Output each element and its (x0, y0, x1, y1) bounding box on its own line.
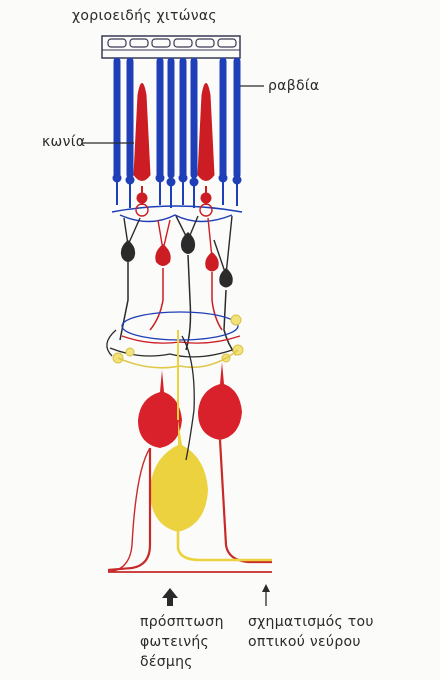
cones-label: κωνία (42, 134, 85, 150)
optic-nerve-label: σχηματισμός του οπτικού νεύρου (248, 612, 374, 652)
bipolar-cells (121, 232, 233, 288)
rod-cells (113, 58, 241, 208)
optic-nerve-line-1: σχηματισμός του (248, 612, 374, 632)
light-incidence-line-1: πρόσπτωση (140, 612, 224, 632)
choroid-label: χοριοειδής χιτώνας (72, 8, 217, 24)
light-incidence-label: πρόσπτωση φωτεινής δέσμης (140, 612, 224, 672)
rods-label: ραβδία (268, 78, 319, 94)
up-arrow-bold-icon (162, 588, 178, 606)
optic-nerve-line-2: οπτικού νεύρου (248, 632, 374, 652)
light-incidence-line-3: δέσμης (140, 652, 224, 672)
light-incidence-line-2: φωτεινής (140, 632, 224, 652)
up-arrow-thin-icon (262, 584, 270, 606)
choroid-layer (102, 36, 240, 58)
